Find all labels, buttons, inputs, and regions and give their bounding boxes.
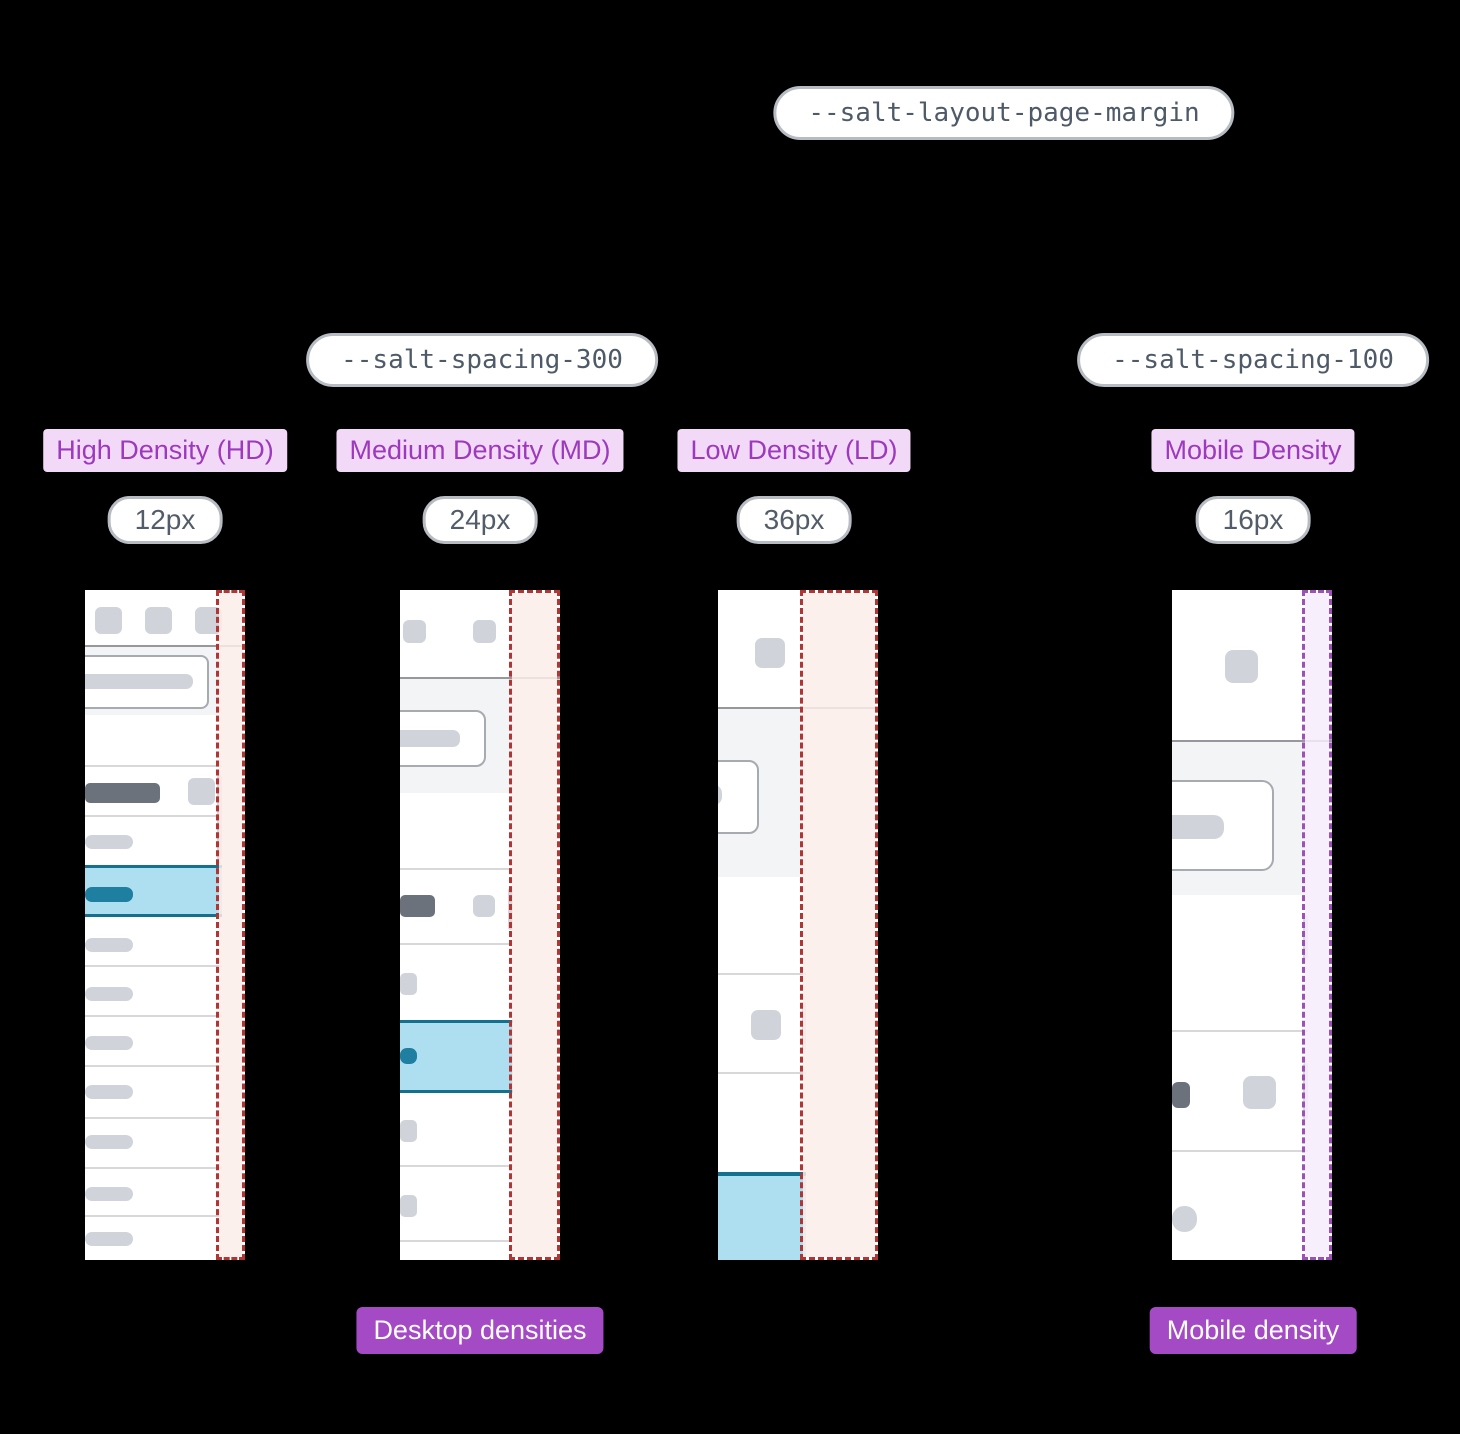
margin-overlay-mobile (1302, 590, 1332, 1260)
row-divider (1172, 1150, 1308, 1152)
text-placeholder-dark (1172, 1082, 1190, 1108)
text-placeholder (85, 835, 133, 849)
selected-row (85, 865, 222, 917)
text-placeholder (85, 1232, 133, 1246)
icon-placeholder (1243, 1076, 1276, 1109)
row-divider (718, 973, 806, 975)
text-placeholder (718, 785, 722, 805)
text-placeholder (400, 1195, 417, 1217)
selected-row (400, 1020, 513, 1093)
icon-placeholder (188, 778, 215, 805)
row-divider (400, 1165, 513, 1167)
search-field-placeholder (718, 760, 759, 834)
icon-placeholder (473, 895, 495, 917)
margin-size-pill-ld: 36px (736, 496, 852, 544)
row-divider (400, 943, 513, 945)
text-placeholder (1172, 1206, 1197, 1232)
row-divider (400, 868, 513, 870)
header-divider (400, 677, 560, 679)
density-tag-ld: Low Density (LD) (677, 429, 911, 472)
row-divider (85, 765, 222, 767)
density-tag-md: Medium Density (MD) (336, 429, 624, 472)
density-tag-mobile: Mobile Density (1151, 429, 1355, 472)
text-placeholder (400, 1120, 417, 1142)
header-divider (1172, 740, 1332, 742)
group-badge-mobile: Mobile density (1149, 1307, 1357, 1354)
row-divider (85, 1065, 222, 1067)
margin-size-pill-mobile: 16px (1195, 496, 1311, 544)
text-placeholder (85, 938, 133, 952)
text-placeholder (85, 1187, 133, 1201)
row-divider (1172, 1030, 1308, 1032)
text-placeholder (85, 987, 133, 1001)
icon-placeholder (95, 607, 122, 634)
row-divider (718, 1072, 806, 1074)
app-skeleton-hd (85, 590, 245, 1260)
row-divider (85, 1117, 222, 1119)
icon-placeholder (751, 1010, 781, 1040)
density-tag-hd: High Density (HD) (43, 429, 287, 472)
margin-overlay-ld (800, 590, 878, 1260)
icon-placeholder (1225, 650, 1258, 683)
text-placeholder-dark (400, 895, 435, 917)
margin-overlay-hd (216, 590, 245, 1260)
icon-placeholder (755, 638, 785, 668)
text-placeholder (85, 1036, 133, 1050)
text-placeholder (85, 1135, 133, 1149)
text-placeholder-dark (85, 783, 160, 803)
row-divider (85, 1215, 222, 1217)
token-pill-page-margin: --salt-layout-page-margin (773, 86, 1235, 140)
row-divider (85, 815, 222, 817)
app-skeleton-mobile (1172, 590, 1332, 1260)
group-badge-desktop: Desktop densities (356, 1307, 604, 1354)
row-divider (85, 965, 222, 967)
icon-placeholder (403, 620, 426, 643)
icon-placeholder (145, 607, 172, 634)
margin-size-pill-md: 24px (422, 496, 538, 544)
text-placeholder (400, 973, 417, 995)
search-field-placeholder (1172, 780, 1274, 871)
row-divider (400, 1240, 513, 1242)
header-divider (85, 645, 245, 647)
selected-row (718, 1172, 806, 1260)
header-divider (718, 707, 878, 709)
text-placeholder (85, 674, 193, 689)
selected-text-placeholder (85, 887, 133, 902)
app-skeleton-ld (718, 590, 878, 1260)
app-skeleton-md (400, 590, 560, 1260)
token-pill-desktop-spacing: --salt-spacing-300 (306, 333, 658, 387)
margin-overlay-md (509, 590, 560, 1260)
token-pill-mobile-spacing: --salt-spacing-100 (1077, 333, 1429, 387)
text-placeholder (1172, 815, 1224, 839)
margin-size-pill-hd: 12px (107, 496, 223, 544)
text-placeholder (85, 1085, 133, 1099)
row-divider (85, 1015, 222, 1017)
selected-text-placeholder (400, 1048, 417, 1064)
icon-placeholder (473, 620, 496, 643)
row-divider (85, 1167, 222, 1169)
search-field-placeholder (85, 655, 209, 709)
search-field-placeholder (400, 710, 486, 767)
text-placeholder (400, 730, 460, 747)
